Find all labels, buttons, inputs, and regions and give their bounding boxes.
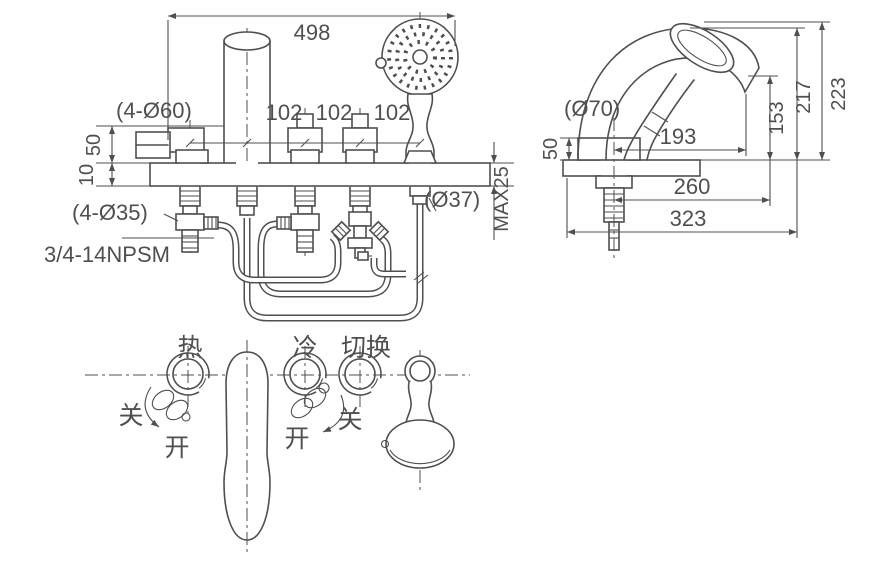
dim-total-width: 498 bbox=[294, 20, 331, 45]
plan-view: 热 关 开 冷 开 关 切换 bbox=[85, 334, 470, 556]
dim-spacing-1: 102 bbox=[266, 100, 303, 125]
cold-close-label: 关 bbox=[337, 406, 362, 434]
dim-deck-thickness: 10 bbox=[76, 164, 98, 186]
hose-break-mark bbox=[417, 274, 429, 284]
capped-stub bbox=[357, 251, 369, 261]
dim-reach-inner: 193 bbox=[660, 124, 697, 149]
shower-head-plan bbox=[385, 419, 455, 469]
side-dimensions: (Ø70) 50 193 260 323 153 217 223 bbox=[540, 21, 850, 238]
handshower-front bbox=[375, 18, 459, 205]
spout-base-escutcheon bbox=[577, 137, 641, 161]
supply-hoses bbox=[217, 204, 429, 322]
mounting-deck-section bbox=[149, 162, 491, 187]
hot-open-label: 开 bbox=[164, 434, 189, 462]
max-deck-label: MAX25 bbox=[491, 166, 513, 232]
thread-label: 3/4-14NPSM bbox=[44, 242, 170, 267]
cold-valve-front bbox=[276, 113, 323, 253]
cold-rotation-arrow bbox=[322, 394, 345, 433]
cold-open-label: 开 bbox=[284, 425, 309, 453]
handshower-plan bbox=[380, 350, 455, 492]
dim-height-mid: 217 bbox=[793, 80, 815, 113]
spout-plan bbox=[223, 340, 271, 556]
cold-lever-ghost bbox=[290, 397, 314, 419]
gooseneck-spout bbox=[577, 27, 760, 161]
hot-valve-front bbox=[135, 127, 219, 253]
dim-height-outer: 223 bbox=[828, 77, 850, 110]
diverter-left-port bbox=[330, 220, 352, 242]
shank-side bbox=[595, 175, 633, 251]
diverter-right-port bbox=[368, 220, 390, 242]
hot-label: 热 bbox=[177, 334, 202, 362]
cold-handle-plan: 冷 开 关 bbox=[283, 334, 363, 453]
dim-reach-outer: 323 bbox=[670, 206, 707, 231]
dim-base-height: 50 bbox=[540, 138, 562, 160]
escutcheon-label: (4-Ø35) bbox=[72, 200, 148, 225]
dim-height-inner: 153 bbox=[766, 101, 788, 134]
hot-rotation-arrow bbox=[144, 386, 160, 428]
front-dimensions: 498 (4-Ø60) 50 10 102 102 102 (4-Ø35) 3/… bbox=[44, 13, 514, 267]
side-view: (Ø70) 50 193 260 323 153 217 223 bbox=[540, 21, 850, 258]
diverter-label: 切换 bbox=[341, 334, 391, 362]
diverter-handle-plan: 切换 bbox=[338, 334, 391, 408]
dim-spacing-2: 102 bbox=[316, 100, 353, 125]
dim-spacing-3: 102 bbox=[374, 100, 411, 125]
base-dia-label: (Ø70) bbox=[564, 96, 620, 121]
dim-height-above-deck: 50 bbox=[83, 134, 105, 156]
hot-lever-ghost bbox=[151, 389, 175, 411]
hose-break-mark bbox=[413, 271, 425, 281]
front-view: 498 (4-Ø60) 50 10 102 102 102 (4-Ø35) 3/… bbox=[44, 12, 514, 322]
shower-head bbox=[381, 18, 459, 96]
hot-close-label: 关 bbox=[118, 402, 143, 430]
dim-reach-mid: 260 bbox=[674, 174, 711, 199]
cold-label: 冷 bbox=[292, 334, 317, 362]
hose-dia-label: (Ø37) bbox=[424, 187, 480, 212]
deck-holes-label: (4-Ø60) bbox=[116, 98, 192, 123]
shower-clip bbox=[375, 57, 387, 69]
shower-handle-plan bbox=[405, 381, 435, 425]
diverter-valve-front bbox=[330, 113, 390, 261]
hot-handle-plan: 热 关 开 bbox=[118, 334, 210, 462]
